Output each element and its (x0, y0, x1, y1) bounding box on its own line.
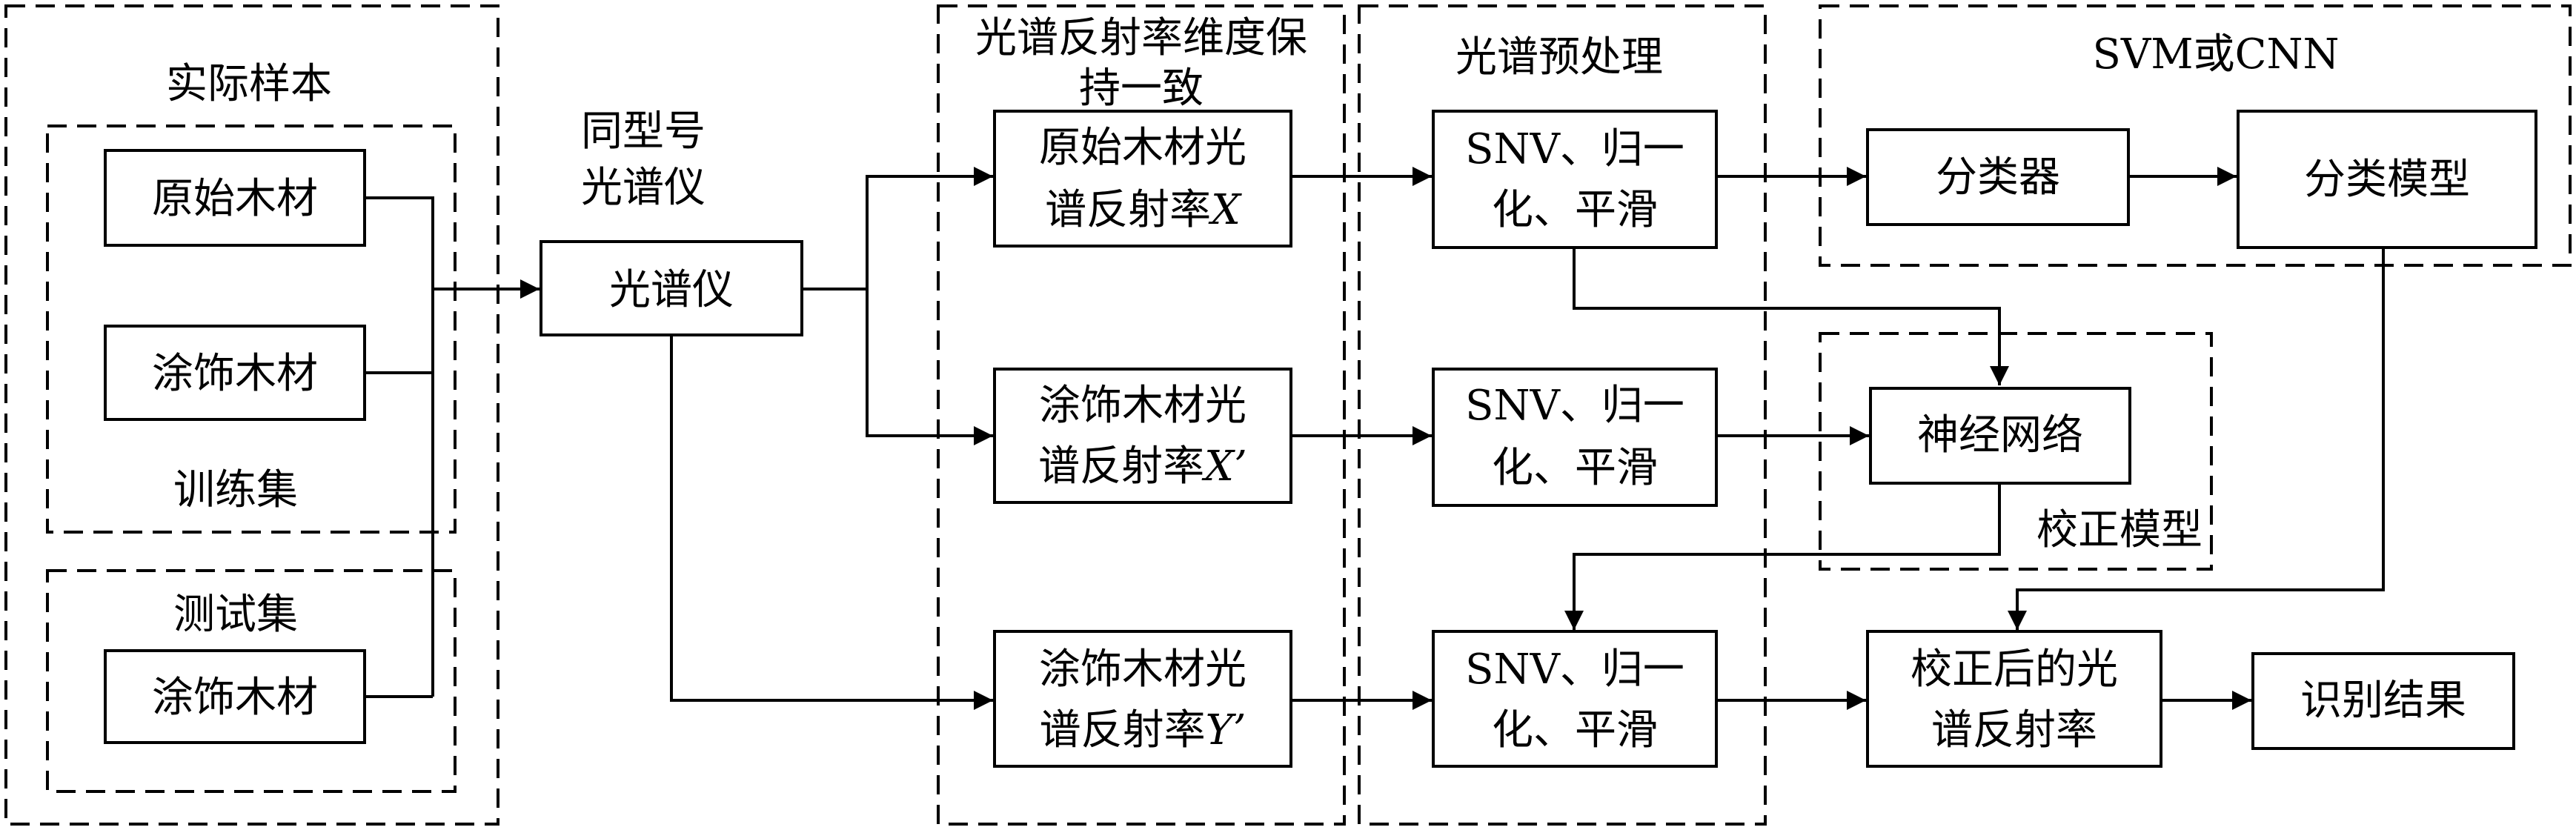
train-set-label: 训练集 (173, 466, 298, 514)
corrected-reflectance-box: 校正后的光 谱反射率 (1866, 630, 2162, 768)
classifier-group-title: SVM或CNN (2093, 30, 2340, 79)
spec-yp-line1: 涂饰木材光 (1039, 645, 1246, 694)
snv-to-neural-network-arrow (1573, 248, 2009, 385)
train-set-group (46, 124, 457, 534)
dimension-group (937, 4, 1346, 826)
spec-xp-box: 涂饰木材光 谱反射率X’ (993, 368, 1292, 504)
snv-box-3: SNV、归一 化、平滑 (1432, 630, 1718, 768)
spectrometer-caption-1: 同型号 (581, 107, 706, 156)
neural-network-to-snv-arrow (1564, 483, 2001, 630)
snv-box-2-line1: SNV、归一 (1465, 382, 1684, 430)
snv-box-2-line2: 化、平滑 (1492, 444, 1658, 492)
dimension-title-1: 光谱反射率维度保 (975, 14, 1307, 62)
samples-title: 实际样本 (166, 60, 332, 108)
spectrometer-to-spec-x-arrow (802, 167, 993, 290)
spectrometer-caption-2: 光谱仪 (581, 164, 706, 212)
classifier-box: 分类器 (1866, 128, 2130, 226)
snv-box-2: SNV、归一 化、平滑 (1432, 368, 1718, 507)
snv-box-1-line2: 化、平滑 (1492, 186, 1658, 234)
test-set-group (46, 569, 457, 793)
spec-yp-box: 涂饰木材光 谱反射率Y’ (993, 630, 1292, 768)
corrected-line2: 谱反射率 (1931, 706, 2097, 754)
spec-xp-line2: 谱反射率X’ (1038, 442, 1247, 491)
snv-box-3-line2: 化、平滑 (1492, 706, 1658, 754)
snv-box-1-line1: SNV、归一 (1465, 125, 1684, 173)
neural-network-label: 神经网络 (1917, 411, 2083, 459)
spectrometer-label: 光谱仪 (609, 266, 734, 314)
preprocess-title: 光谱预处理 (1455, 33, 1663, 82)
test-set-label: 测试集 (173, 591, 298, 639)
classifier-group (1819, 4, 2572, 267)
classification-model-label: 分类模型 (2304, 156, 2470, 204)
result-box: 识别结果 (2251, 652, 2515, 750)
corrected-line1: 校正后的光 (1911, 645, 2118, 694)
raw-wood-connector (365, 196, 434, 697)
spec-x-line2: 谱反射率X (1045, 186, 1242, 234)
classification-model-box: 分类模型 (2237, 110, 2537, 249)
spec-xp-line1: 涂饰木材光 (1039, 382, 1246, 430)
spectrometer-to-spec-yp-arrow (670, 335, 993, 710)
preprocess-group (1358, 4, 1767, 826)
raw-wood-box: 原始木材 (104, 149, 366, 247)
raw-wood-label: 原始木材 (152, 175, 318, 223)
dimension-title-2: 持一致 (1079, 64, 1204, 113)
snv-box-3-line1: SNV、归一 (1465, 645, 1684, 694)
result-label: 识别结果 (2300, 677, 2466, 725)
spectrometer-to-spec-xp-arrow (866, 289, 993, 445)
coated-wood-train-label: 涂饰木材 (152, 350, 318, 398)
spec-yp-line2: 谱反射率Y’ (1040, 706, 1246, 754)
coated-wood-test-box: 涂饰木材 (104, 649, 366, 744)
classifier-label: 分类器 (1936, 153, 2060, 202)
correction-group (1819, 332, 2213, 571)
snv-box-1: SNV、归一 化、平滑 (1432, 110, 1718, 249)
spectrometer-box: 光谱仪 (540, 240, 803, 336)
coated-wood-test-label: 涂饰木材 (152, 674, 318, 722)
model-to-corrected-arrow (2008, 248, 2385, 630)
spec-x-line1: 原始木材光 (1039, 124, 1246, 172)
neural-network-box: 神经网络 (1869, 387, 2131, 485)
coated-wood-train-box: 涂饰木材 (104, 325, 366, 421)
correction-group-label: 校正模型 (2036, 506, 2202, 554)
samples-group (4, 4, 499, 826)
spec-x-box: 原始木材光 谱反射率X (993, 110, 1292, 248)
